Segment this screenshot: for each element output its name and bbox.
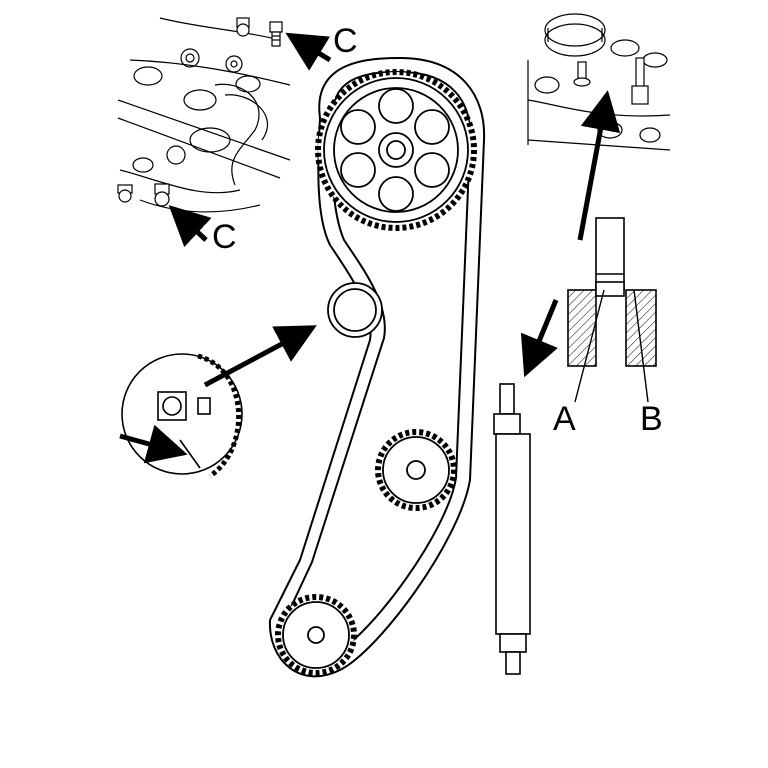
auxiliary-sprocket xyxy=(375,429,457,511)
label-leaders xyxy=(574,289,649,403)
callout-c-left: C xyxy=(212,218,237,256)
bolt-c-left xyxy=(117,183,170,207)
arrow-c-top xyxy=(285,32,332,71)
leader-a xyxy=(574,289,605,403)
engine-block-detail-top-left xyxy=(117,17,291,213)
tool-cross-section xyxy=(567,217,657,367)
camshaft-sprocket xyxy=(315,69,477,231)
arrows xyxy=(119,32,621,464)
bolt-c-top xyxy=(236,17,283,47)
arrow-to-idler xyxy=(203,325,317,388)
crankshaft-sprocket xyxy=(275,594,357,676)
tool-pin xyxy=(493,383,531,675)
arrow-tensioner-pointer xyxy=(119,424,188,464)
arrow-tool-up xyxy=(577,90,621,241)
leader-b xyxy=(633,289,649,403)
idler-pulley xyxy=(327,282,383,338)
arrow-tool-down xyxy=(520,299,559,378)
stud-detail-top-right xyxy=(573,57,649,105)
callout-c-top: C xyxy=(333,22,358,60)
arrow-c-left xyxy=(168,205,212,248)
callout-b: B xyxy=(640,400,663,438)
callout-a: A xyxy=(553,400,576,438)
